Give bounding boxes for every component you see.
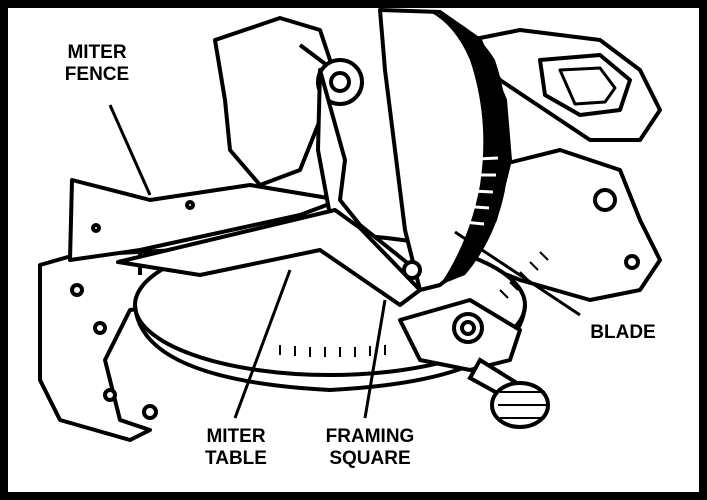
blade-arm <box>213 16 332 187</box>
saw-body <box>38 8 662 442</box>
miter-knob <box>467 357 550 429</box>
label-blade: BLADE <box>590 322 656 343</box>
blade-band <box>430 12 509 285</box>
label-framing-square: FRAMING SQUARE <box>325 426 415 469</box>
label-miter-fence: MITER FENCE <box>64 42 130 85</box>
label-miter-table: MITER TABLE <box>205 426 267 469</box>
framing-square <box>116 208 422 307</box>
arbor-bolt <box>402 260 422 280</box>
blade-band-stripes <box>442 156 499 226</box>
leader-lines <box>108 104 581 419</box>
miter-fence <box>68 178 342 262</box>
